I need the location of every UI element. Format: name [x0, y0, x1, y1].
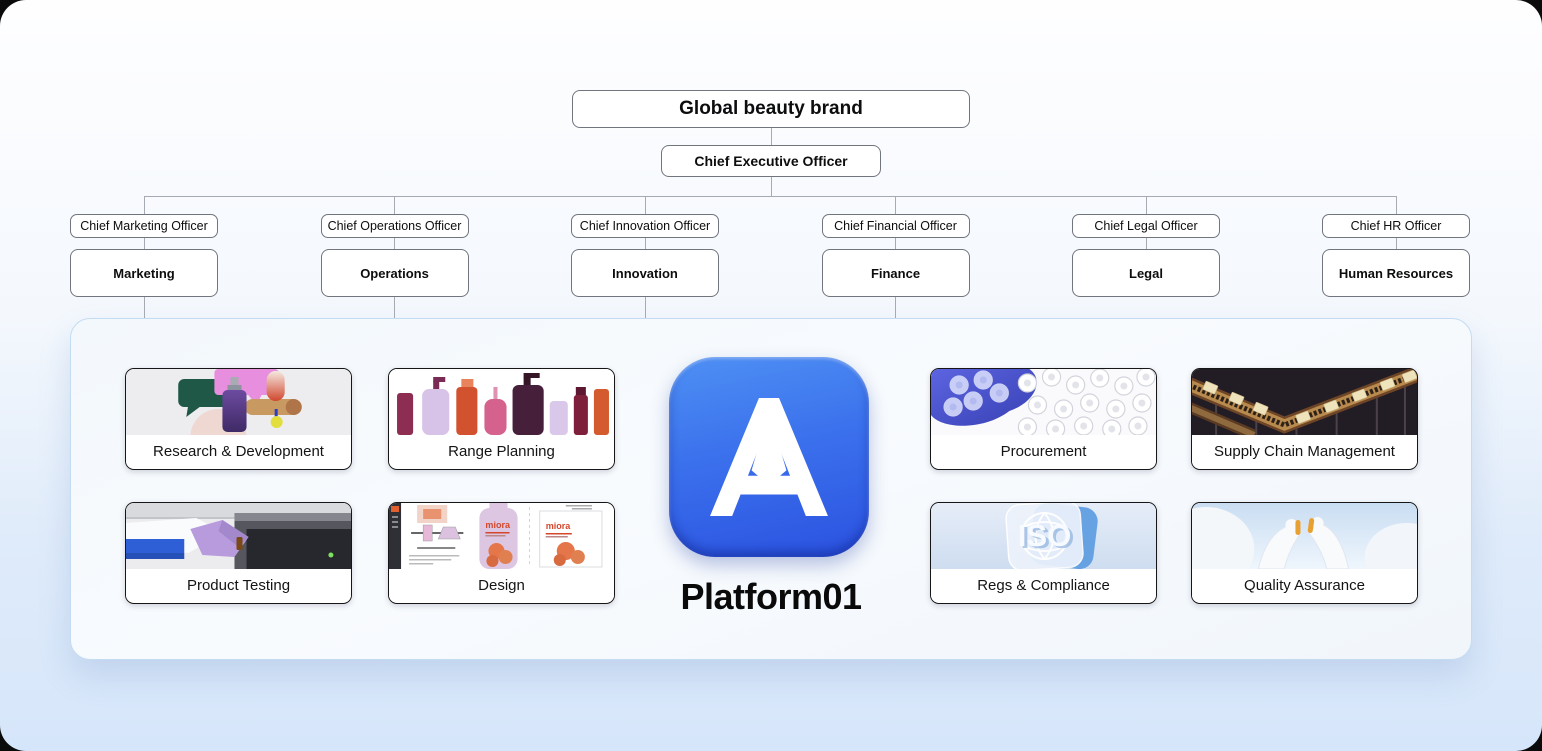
platform-app-icon [669, 357, 869, 557]
connector-dept-platform [143, 297, 145, 318]
connector-drop [644, 196, 646, 214]
connector-drop [1395, 196, 1397, 214]
design-illustration: miora miora [389, 503, 614, 569]
card-design: miora miora Design [388, 502, 615, 604]
ceo-box: Chief Executive Officer [661, 145, 881, 177]
research-development-art [126, 369, 351, 435]
range-planning-art [389, 369, 614, 435]
dept-box-marketing: Marketing [70, 249, 218, 297]
iso-badge-text: ISO [1018, 518, 1072, 553]
card-label: Quality Assurance [1192, 569, 1417, 602]
dept-box-operations: Operations [320, 249, 469, 297]
connector-drop [143, 238, 145, 249]
card-label: Supply Chain Management [1192, 435, 1417, 468]
card-label: Procurement [931, 435, 1156, 468]
connector-drop [1145, 238, 1147, 249]
connector-drop [644, 238, 646, 249]
connector-drop [394, 196, 395, 214]
supply-chain-illustration [1192, 369, 1417, 435]
connector-drop [1395, 238, 1397, 249]
app-logo-a-icon [710, 398, 828, 516]
dept-box-finance: Finance [821, 249, 970, 297]
card-label: Regs & Compliance [931, 569, 1156, 602]
connector-drop [1145, 196, 1147, 214]
officer-box-hr: Chief HR Officer [1322, 214, 1470, 238]
research-development-illustration [126, 369, 351, 435]
platform-name: Platform01 [680, 576, 862, 617]
regs-compliance-art: ISO ISO [931, 503, 1156, 569]
dept-box-legal: Legal [1072, 249, 1220, 297]
iso-badge-shadow: ISO [1021, 520, 1075, 555]
root-company-box: Global beauty brand [572, 90, 970, 128]
card-label: Product Testing [126, 569, 351, 602]
connector-drop [895, 238, 896, 249]
connector-root-ceo [770, 128, 772, 145]
officer-box-finance: Chief Financial Officer [821, 214, 970, 238]
connector-drop [895, 196, 896, 214]
brand-wordmark-label: miora [546, 521, 572, 531]
product-testing-art [126, 503, 351, 569]
card-procurement: Procurement [930, 368, 1157, 470]
dept-box-hr: Human Resources [1322, 249, 1470, 297]
brand-wordmark-bottle: miora [485, 520, 511, 530]
card-label: Range Planning [389, 435, 614, 468]
card-range-planning: Range Planning [388, 368, 615, 470]
officer-box-marketing: Chief Marketing Officer [70, 214, 218, 238]
connector-dept-platform [895, 297, 896, 318]
procurement-art [931, 369, 1156, 435]
connector-drop [143, 196, 145, 214]
card-regs-compliance: ISO ISO Regs & Compliance [930, 502, 1157, 604]
dept-box-innovation: Innovation [571, 249, 719, 297]
card-label: Design [389, 569, 614, 602]
design-art: miora miora [389, 503, 614, 569]
card-product-testing: Product Testing [125, 502, 352, 604]
officer-box-operations: Chief Operations Officer [320, 214, 469, 238]
quality-assurance-art [1192, 503, 1417, 569]
regs-compliance-illustration: ISO ISO [931, 503, 1156, 569]
connector-dept-platform [394, 297, 395, 318]
officer-box-innovation: Chief Innovation Officer [571, 214, 719, 238]
connector-ceo-bus [770, 177, 772, 196]
card-label: Research & Development [126, 435, 351, 468]
card-supply-chain: Supply Chain Management [1191, 368, 1418, 470]
range-planning-illustration [389, 369, 614, 435]
connector-bus [144, 195, 1396, 197]
supply-chain-art [1192, 369, 1417, 435]
connector-dept-platform [644, 297, 646, 318]
quality-assurance-illustration [1192, 503, 1417, 569]
connector-drop [394, 238, 395, 249]
card-quality-assurance: Quality Assurance [1191, 502, 1418, 604]
procurement-illustration [931, 369, 1156, 435]
officer-box-legal: Chief Legal Officer [1072, 214, 1220, 238]
product-testing-illustration [126, 503, 351, 569]
card-research-development: Research & Development [125, 368, 352, 470]
